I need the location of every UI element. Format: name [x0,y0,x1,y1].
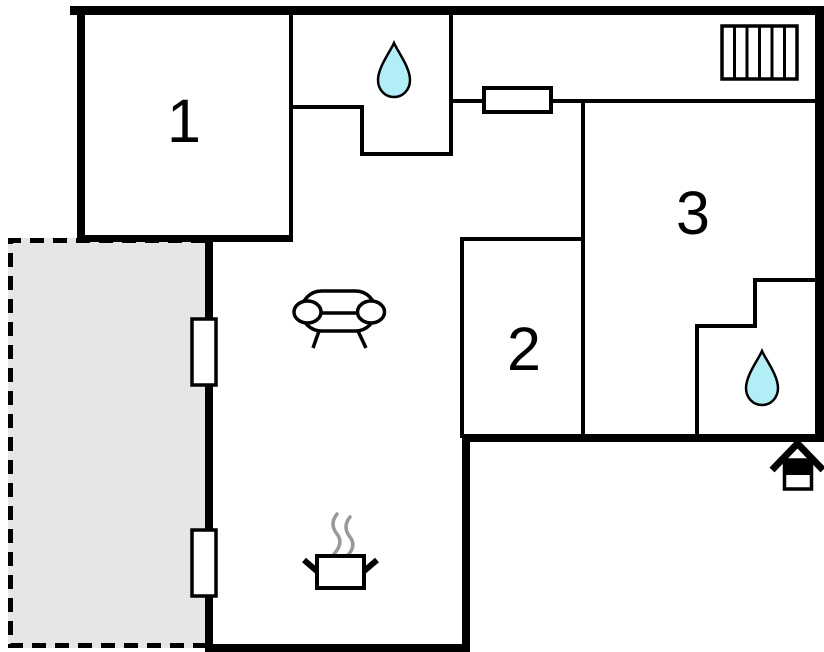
wall-room1-bottom [77,235,293,242]
wall-room2-left [460,237,464,438]
wall-hall-left-segment [449,99,487,103]
wall-bath2-step-h [695,324,757,328]
water-drop-icon [744,347,780,407]
entrance-icon [769,438,824,491]
exterior-walls [70,6,824,652]
wall-room1-right [289,6,293,242]
water-drop-icon [376,39,412,99]
wall-bath1-step-v [360,105,364,156]
wall-hall-right-segment [548,99,815,103]
wall-kitchen-right [462,434,470,652]
wall-left-room1 [77,6,85,242]
wall-room3-left [581,99,585,438]
sofa-icon [292,289,387,349]
interior-walls [289,6,815,438]
stairs-icon [720,24,799,81]
terrace-area [8,238,205,648]
room-3-label: 3 [676,179,710,247]
window-left-lower-icon [190,528,218,598]
wall-top [70,6,823,15]
cooking-pot-icon [302,512,379,590]
wall-bath1-right [449,6,453,156]
room-1-label: 1 [167,87,201,155]
wall-bath1-step-h [289,105,364,109]
windows [190,86,553,598]
wall-bath2-top [753,278,815,282]
wall-south-of-rooms [462,434,823,442]
wall-room2-top [460,237,585,241]
wall-right [815,6,824,442]
steam-lines [331,512,355,558]
wall-bath2-step-v [753,278,757,328]
wall-bath1-bottom [360,152,453,156]
wall-kitchen-left [205,235,213,652]
wall-kitchen-bottom [205,644,470,652]
window-left-upper-icon [190,317,218,387]
window-hall-icon [482,86,553,114]
room-2-label: 2 [507,315,541,383]
wall-bath2-left [695,324,699,438]
